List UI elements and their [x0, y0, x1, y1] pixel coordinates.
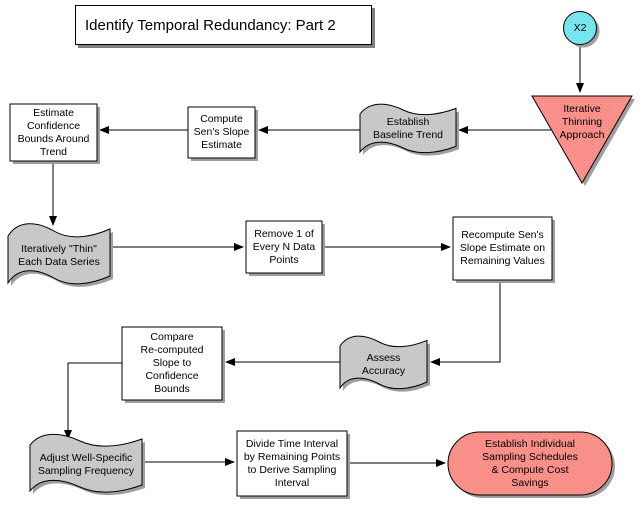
x2-circle-shape: [563, 11, 597, 45]
node-compute-sens-slope: [187, 106, 258, 161]
diagram-title-box: Identify Temporal Redundancy: Part 2: [75, 5, 372, 45]
node-assess-accuracy: [339, 335, 430, 392]
node-establish-baseline: [359, 103, 459, 156]
node-x2-connector: [563, 11, 600, 48]
compare-slope-shape: [121, 326, 223, 401]
node-iterative-thinning: [531, 95, 635, 186]
node-estimate-confidence: [9, 103, 100, 164]
divide-interval-shape: [236, 430, 348, 497]
adjust-frequency-shape: [29, 433, 143, 493]
establish-schedules-shape: [447, 431, 613, 496]
diagram-title: Identify Temporal Redundancy: Part 2: [85, 16, 336, 34]
establish-baseline-shape: [359, 103, 457, 154]
estimate-confidence-shape: [9, 103, 98, 162]
remove-points-shape: [245, 220, 323, 274]
node-adjust-frequency: [29, 433, 145, 496]
connector-layer: [49, 45, 584, 467]
iteratively-thin-shape: [7, 223, 111, 285]
recompute-sens-shape: [452, 216, 553, 281]
node-compare-slope: [121, 326, 225, 403]
assess-accuracy-shape: [339, 335, 428, 390]
node-recompute-sens: [452, 216, 555, 283]
node-iteratively-thin: [7, 223, 113, 287]
triangle-shape: [531, 95, 633, 185]
node-remove-points: [245, 220, 325, 276]
node-establish-schedules: [447, 431, 615, 498]
connector-recompute-to-assess: [430, 280, 501, 366]
node-divide-interval: [236, 430, 350, 499]
compute-sens-slope-shape: [187, 106, 256, 159]
connector-compare-to-adjust: [64, 362, 122, 440]
